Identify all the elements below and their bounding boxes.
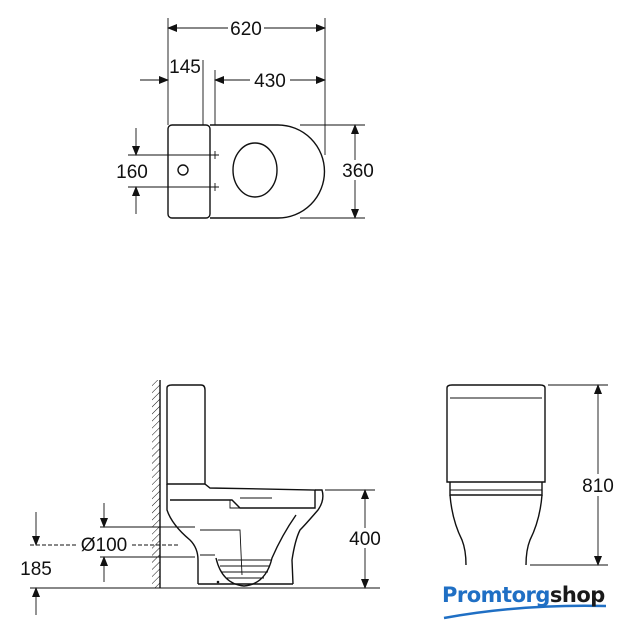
promtorgshop-logo: Promtorgshop bbox=[442, 583, 605, 607]
side-view bbox=[30, 380, 380, 615]
top-view bbox=[128, 18, 365, 219]
dim-145: 145 bbox=[169, 57, 201, 78]
dim-360: 360 bbox=[342, 161, 374, 182]
dim-185: 185 bbox=[20, 559, 52, 580]
dim-160: 160 bbox=[116, 162, 148, 183]
dim-810: 810 bbox=[582, 476, 614, 497]
dim-430: 430 bbox=[254, 71, 286, 92]
dim-400: 400 bbox=[349, 529, 381, 550]
dim-outlet-diameter: Ø100 bbox=[81, 535, 127, 556]
front-view bbox=[443, 384, 608, 620]
dim-620: 620 bbox=[230, 19, 262, 40]
